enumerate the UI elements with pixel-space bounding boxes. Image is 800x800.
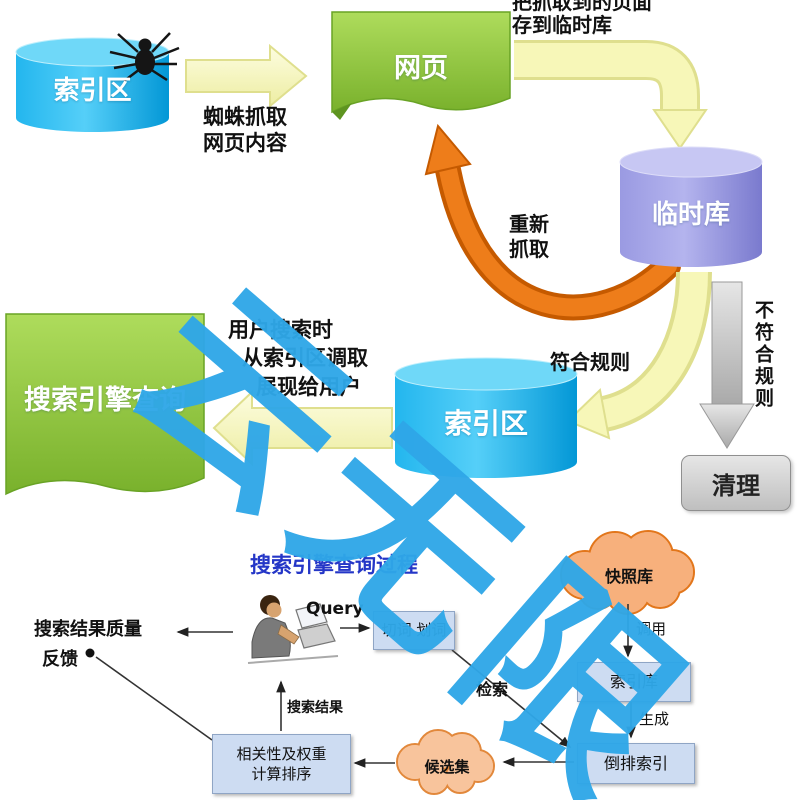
generate-label: 生成	[639, 710, 670, 728]
query-label: Query	[306, 599, 364, 619]
mid-note-line3: 展现给用户	[256, 374, 361, 399]
snapshot-cloud-label: 快照库	[604, 567, 653, 586]
store-label-line1: 把抓取到的页面	[512, 0, 652, 14]
mid-note: 用户搜索时 从索引区调取 展现给用户	[228, 316, 368, 401]
mid-note-line2: 从索引区调取	[242, 346, 368, 371]
rank-box-line2: 计算排序	[251, 765, 312, 783]
inverted-index-box: 倒排索引	[577, 743, 695, 784]
result-quality-line2: 反馈	[42, 649, 78, 670]
inverted-index-box-label: 倒排索引	[603, 753, 668, 773]
temp-db-cylinder	[619, 146, 763, 267]
crawl-label: 蜘蛛抓取 网页内容	[184, 104, 306, 157]
store-label: 把抓取到的页面 存到临时库	[512, 0, 652, 37]
index-db1-label: 索引区	[53, 76, 132, 106]
webpage-doc-label: 网页	[394, 53, 448, 84]
not-match-rule-label: 不符合规则	[752, 300, 774, 410]
query-document-shape	[5, 313, 205, 496]
segment-box-label: 切词 划词	[381, 621, 447, 640]
mini-flow-connectors	[95, 604, 636, 768]
call-label: 调用	[636, 620, 667, 638]
index-box-label: 索引库	[609, 672, 658, 692]
index-box: 索引库	[577, 662, 691, 702]
candidate-cloud-shape	[396, 729, 495, 795]
webpage-document-shape	[331, 11, 511, 120]
mid-note-line1: 用户搜索时	[228, 318, 333, 342]
not-match-arrow	[699, 281, 755, 449]
recrawl-label-line1: 重新	[509, 212, 549, 236]
recrawl-label-line2: 抓取	[509, 237, 549, 261]
index-db2-label: 索引区	[443, 407, 528, 440]
crawl-label-line1: 蜘蛛抓取	[203, 105, 287, 129]
query-doc-label: 搜索引擎查询	[24, 385, 186, 416]
feedback-dot	[85, 648, 95, 658]
rank-box-line1: 相关性及权重	[236, 744, 327, 763]
store-label-line2: 存到临时库	[512, 13, 612, 37]
match-rule-label: 符合规则	[550, 350, 630, 374]
segment-box: 切词 划词	[373, 611, 455, 650]
clean-box-label: 清理	[712, 471, 760, 500]
bottom-title: 搜索引擎查询过程	[250, 553, 418, 577]
index-db2-cylinder	[394, 357, 578, 478]
temp-db-label: 临时库	[651, 200, 730, 230]
clean-box: 清理	[681, 455, 791, 511]
query-flow-arrow	[212, 389, 393, 467]
retrieve-label: 检索	[476, 680, 509, 699]
match-rule-arrow	[566, 271, 712, 440]
snapshot-cloud-shape	[560, 530, 695, 615]
result-quality-line1: 搜索结果质量	[34, 619, 142, 640]
recrawl-arrow	[424, 123, 681, 321]
store-arrow	[514, 39, 708, 150]
search-result-label: 搜索结果	[287, 700, 343, 716]
recrawl-label: 重新 抓取	[497, 212, 561, 262]
person-at-computer-icon	[247, 595, 339, 664]
candidate-cloud-label: 候选集	[424, 758, 470, 776]
rank-box: 相关性及权重 计算排序	[212, 734, 351, 794]
crawl-arrow	[185, 43, 308, 109]
crawl-label-line2: 网页内容	[203, 131, 287, 156]
spider-icon	[109, 32, 180, 82]
